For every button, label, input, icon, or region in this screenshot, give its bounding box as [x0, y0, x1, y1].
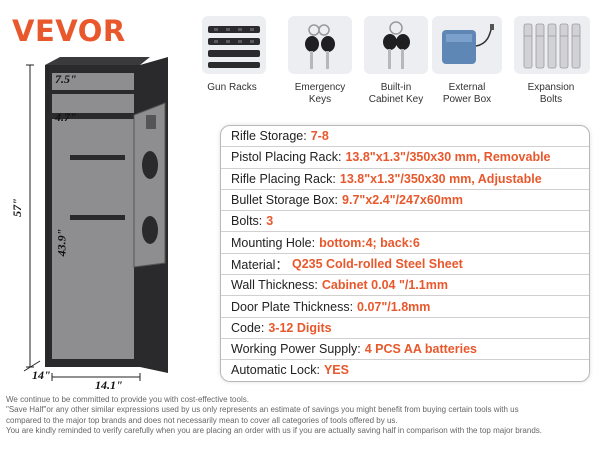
dimension-top-compartment: 7.5" — [55, 72, 77, 86]
spec-row: Automatic Lock:YES — [221, 359, 589, 380]
accessory-label-power-box: External Power Box — [442, 82, 492, 105]
accessory-label-cabinet-key: Built-in Cabinet Key — [368, 82, 424, 105]
gun-safe-illustration — [0, 55, 215, 395]
spec-value: Q235 Cold-rolled Steel Sheet — [291, 256, 463, 271]
dimension-shelf-gap: 4.7" — [55, 110, 77, 124]
accessory-label-expansion-bolts: Expansion Bolts — [527, 82, 575, 105]
spec-row: Bullet Storage Box:9.7"x2.4"/247x60mm — [221, 188, 589, 210]
dimension-height-inner: 43.9" — [54, 228, 69, 257]
cabinet-key-icon — [364, 16, 428, 74]
spec-table: Rifle Storage:7-8 Pistol Placing Rack:13… — [220, 125, 590, 382]
spec-value: 3 — [266, 214, 274, 229]
spec-key: Rifle Placing Rack: — [231, 171, 336, 186]
disclaimer-line: compared to the major top brands and doe… — [6, 415, 398, 425]
spec-row: Mounting Hole:bottom:4; back:6 — [221, 231, 589, 252]
disclaimer-line: We continue to be committed to provide y… — [6, 395, 249, 404]
spec-row: Rifle Storage:7-8 — [221, 126, 589, 146]
spec-key: Working Power Supply: — [231, 342, 361, 357]
spec-value: 7-8 — [310, 129, 329, 144]
dimension-width: 14.1" — [95, 378, 123, 392]
spec-value: 0.07"/1.8mm — [357, 299, 431, 314]
spec-value: 4 PCS AA batteries — [364, 342, 477, 357]
spec-row: Door Plate Thickness:0.07"/1.8mm — [221, 295, 589, 316]
spec-row: Working Power Supply:4 PCS AA batteries — [221, 337, 589, 359]
gun-rack-icon — [202, 16, 266, 74]
spec-key: Bullet Storage Box: — [231, 193, 339, 208]
disclaimer-text: We continue to be committed to provide y… — [6, 395, 596, 437]
expansion-bolts-icon — [514, 16, 590, 74]
spec-value: YES — [323, 363, 349, 378]
spec-value: 9.7"x2.4"/247x60mm — [342, 193, 463, 208]
spec-row: Code:3-12 Digits — [221, 316, 589, 338]
spec-key: Bolts: — [231, 214, 263, 229]
disclaimer-line: You are kindly reminded to verify carefu… — [6, 426, 542, 436]
spec-key: Rifle Storage: — [231, 129, 307, 144]
spec-key: Pistol Placing Rack: — [231, 150, 342, 165]
spec-key: Door Plate Thickness: — [231, 299, 354, 314]
emergency-keys-icon — [288, 16, 352, 74]
spec-row: Material：Q235 Cold-rolled Steel Sheet — [221, 252, 589, 274]
spec-row: Pistol Placing Rack:13.8"x1.3"/350x30 mm… — [221, 146, 589, 167]
spec-key: Code: — [231, 320, 265, 335]
spec-value: Cabinet 0.04 "/1.1mm — [321, 278, 448, 293]
spec-value: 13.8"x1.3"/350x30 mm, Removable — [345, 150, 551, 165]
spec-key: Automatic Lock: — [231, 363, 320, 378]
spec-row: Wall Thickness:Cabinet 0.04 "/1.1mm — [221, 274, 589, 295]
spec-key: Mounting Hole: — [231, 235, 316, 250]
disclaimer-line: "Save Half"or any other similar expressi… — [6, 405, 519, 415]
dimension-height-total: 57" — [9, 198, 24, 217]
power-box-icon — [432, 16, 502, 74]
accessory-label-gun-racks: Gun Racks — [207, 82, 257, 93]
spec-value: 3-12 Digits — [268, 320, 332, 335]
spec-value: bottom:4; back:6 — [319, 235, 420, 250]
spec-key: Material： — [231, 258, 288, 273]
accessory-label-emergency-keys: Emergency Keys — [294, 82, 346, 105]
spec-row: Bolts:3 — [221, 210, 589, 231]
spec-value: 13.8"x1.3"/350x30 mm, Adjustable — [339, 171, 542, 186]
brand-logo: VEVOR — [12, 14, 126, 48]
spec-key: Wall Thickness: — [231, 278, 318, 293]
spec-row: Rifle Placing Rack:13.8"x1.3"/350x30 mm,… — [221, 167, 589, 189]
dimension-depth: 14" — [32, 368, 51, 382]
